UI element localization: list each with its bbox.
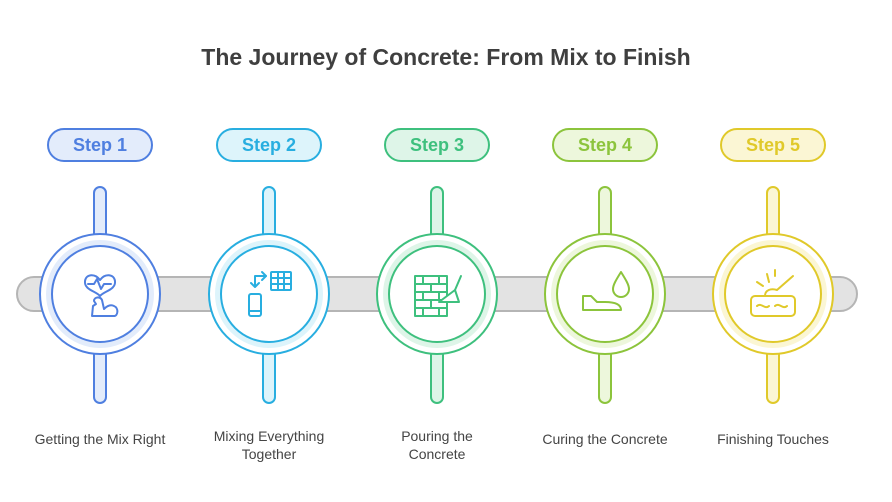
chisel-slab-icon bbox=[750, 269, 796, 317]
step-label-2: Step 2 bbox=[216, 128, 322, 162]
step-inner-circle bbox=[556, 245, 654, 343]
brick-trowel-icon bbox=[414, 275, 462, 317]
drop-tray-icon bbox=[582, 271, 630, 311]
step-node-1 bbox=[39, 186, 161, 404]
step-caption-3: Pouring the Concrete bbox=[401, 428, 473, 462]
step-caption-4: Curing the Concrete bbox=[542, 431, 668, 447]
phone-grid-icon bbox=[248, 271, 292, 317]
step-node-3 bbox=[376, 186, 498, 404]
step-node-2 bbox=[208, 186, 330, 404]
step-node-5 bbox=[712, 186, 834, 404]
step-inner-circle bbox=[220, 245, 318, 343]
step-caption-2: Mixing Everything Together bbox=[213, 428, 325, 462]
heart-flex-icon bbox=[83, 274, 119, 317]
step-label-4: Step 4 bbox=[552, 128, 658, 162]
step-inner-circle bbox=[724, 245, 822, 343]
step-inner-circle bbox=[51, 245, 149, 343]
page-title: The Journey of Concrete: From Mix to Fin… bbox=[201, 44, 691, 70]
step-label-1: Step 1 bbox=[47, 128, 153, 162]
step-caption-5: Finishing Touches bbox=[717, 431, 829, 447]
step-caption-1: Getting the Mix Right bbox=[34, 431, 166, 447]
step-inner-circle bbox=[388, 245, 486, 343]
step-node-4 bbox=[544, 186, 666, 404]
step-label-5: Step 5 bbox=[720, 128, 826, 162]
step-label-3: Step 3 bbox=[384, 128, 490, 162]
